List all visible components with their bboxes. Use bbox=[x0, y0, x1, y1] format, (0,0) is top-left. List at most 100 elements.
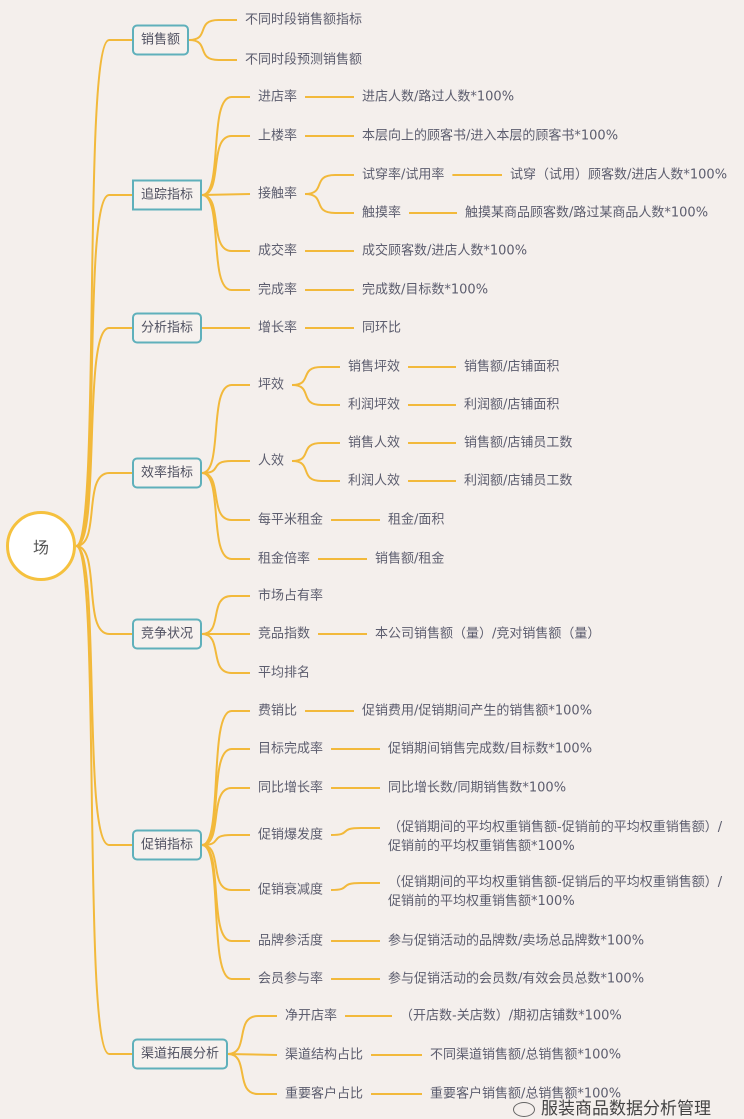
connector-line bbox=[201, 96, 250, 196]
connector-line bbox=[201, 193, 251, 196]
category-channel[interactable]: 渠道拓展分析 bbox=[132, 1038, 229, 1070]
formula: 同比增长数/同期销售数*100% bbox=[388, 780, 567, 796]
node: 净开店率 bbox=[285, 1008, 338, 1024]
watermark: 服装商品数据分析管理 bbox=[513, 1101, 711, 1118]
node: 触摸率 bbox=[362, 205, 402, 221]
formula: 参与促销活动的会员数/有效会员总数*100% bbox=[388, 971, 645, 987]
connector-line bbox=[291, 384, 340, 406]
connector-line bbox=[201, 194, 250, 252]
formula: （开店数-关店数）/期初店铺数*100% bbox=[400, 1008, 622, 1024]
formula: 利润额/店铺员工数 bbox=[464, 473, 573, 489]
node: 试穿率/试用率 bbox=[362, 167, 445, 183]
connector-line bbox=[75, 472, 132, 547]
formula: 触摸某商品顾客数/路过某商品人数*100% bbox=[465, 205, 709, 221]
formula: （促销期间的平均权重销售额-促销后的平均权重销售额）/促销前的平均权重销售额*1… bbox=[388, 875, 723, 909]
formula: 同环比 bbox=[362, 320, 402, 336]
connector-line bbox=[188, 39, 237, 61]
formula: 不同渠道销售额/总销售额*100% bbox=[430, 1047, 622, 1063]
category-tracking[interactable]: 追踪指标 bbox=[132, 179, 203, 211]
formula: 促销期间销售完成数/目标数*100% bbox=[388, 741, 593, 757]
connector-line bbox=[201, 472, 250, 521]
connector-line bbox=[75, 545, 132, 1055]
connector-line bbox=[331, 882, 380, 891]
formula: 本公司销售额（量）/竞对销售额（量） bbox=[375, 626, 601, 642]
connector-line bbox=[291, 366, 340, 386]
connector-line bbox=[201, 633, 250, 674]
node: 利润坪效 bbox=[348, 397, 401, 413]
formula: 销售额/店铺面积 bbox=[464, 359, 560, 375]
formula: 参与促销活动的品牌数/卖场总品牌数*100% bbox=[388, 933, 645, 949]
connector-line bbox=[304, 174, 354, 195]
formula: 租金/面积 bbox=[388, 512, 445, 528]
formula: 重要客户销售额/总销售额*100% bbox=[430, 1086, 622, 1102]
formula: 进店人数/路过人数*100% bbox=[362, 89, 515, 105]
node: 重要客户占比 bbox=[285, 1086, 364, 1102]
formula: 试穿（试用）顾客数/进店人数*100% bbox=[510, 167, 728, 183]
connector-line bbox=[75, 545, 132, 635]
node: 人效 bbox=[258, 453, 285, 469]
node: 租金倍率 bbox=[258, 551, 311, 567]
connector-line bbox=[201, 194, 250, 291]
node: 费销比 bbox=[258, 703, 298, 719]
node: 成交率 bbox=[258, 243, 298, 259]
connector-line bbox=[201, 748, 250, 846]
node: 完成率 bbox=[258, 282, 298, 298]
connector-line bbox=[201, 384, 250, 474]
node: 平均排名 bbox=[258, 665, 311, 681]
connector-line bbox=[227, 1053, 277, 1095]
root-node: 场 bbox=[6, 511, 76, 581]
connector-line bbox=[75, 39, 132, 547]
category-promotion[interactable]: 促销指标 bbox=[132, 829, 203, 861]
node: 品牌参活度 bbox=[258, 933, 324, 949]
node: 市场占有率 bbox=[258, 588, 324, 604]
node: 同比增长率 bbox=[258, 780, 324, 796]
node: 目标完成率 bbox=[258, 741, 324, 757]
watermark-text: 服装商品数据分析管理 bbox=[541, 1099, 711, 1119]
wechat-icon bbox=[513, 1102, 535, 1117]
connector-line bbox=[201, 844, 250, 980]
node: 上楼率 bbox=[258, 128, 298, 144]
connector-line bbox=[227, 1015, 277, 1055]
node: 利润人效 bbox=[348, 473, 401, 489]
connector-line bbox=[331, 827, 380, 836]
node: 会员参与率 bbox=[258, 971, 324, 987]
connector-line bbox=[291, 460, 340, 482]
connector-line bbox=[201, 135, 250, 196]
node: 促销爆发度 bbox=[258, 827, 324, 843]
node: 每平米租金 bbox=[258, 512, 324, 528]
connector-line bbox=[201, 472, 250, 560]
formula: 促销费用/促销期间产生的销售额*100% bbox=[362, 703, 593, 719]
connector-line bbox=[202, 460, 250, 474]
formula: 销售额/店铺员工数 bbox=[464, 435, 573, 451]
category-sales[interactable]: 销售额 bbox=[132, 24, 190, 56]
formula: 利润额/店铺面积 bbox=[464, 397, 560, 413]
formula: 销售额/租金 bbox=[375, 551, 445, 567]
formula: 本层向上的顾客书/进入本层的顾客书*100% bbox=[362, 128, 619, 144]
connector-line bbox=[188, 19, 237, 41]
node: 促销衰减度 bbox=[258, 882, 324, 898]
connector-line bbox=[304, 193, 354, 214]
category-efficiency[interactable]: 效率指标 bbox=[132, 457, 203, 489]
connector-line bbox=[75, 194, 132, 547]
category-competition[interactable]: 竞争状况 bbox=[132, 618, 203, 650]
category-analysis[interactable]: 分析指标 bbox=[132, 312, 203, 344]
node: 增长率 bbox=[258, 320, 298, 336]
node: 不同时段预测销售额 bbox=[245, 52, 363, 68]
node: 接触率 bbox=[258, 186, 298, 202]
node: 销售坪效 bbox=[348, 359, 401, 375]
formula: 完成数/目标数*100% bbox=[362, 282, 489, 298]
connector-line bbox=[201, 710, 250, 846]
connector-line bbox=[202, 834, 250, 846]
node: 坪效 bbox=[258, 377, 285, 393]
node: 销售人效 bbox=[348, 435, 401, 451]
node: 渠道结构占比 bbox=[285, 1047, 364, 1063]
connector-line bbox=[75, 545, 132, 846]
node: 不同时段销售额指标 bbox=[245, 12, 363, 28]
connector-line bbox=[201, 844, 250, 891]
connector-line bbox=[75, 327, 132, 547]
connector-line bbox=[201, 844, 250, 942]
connector-line bbox=[201, 787, 250, 846]
connector-line bbox=[227, 1053, 278, 1056]
connector-line bbox=[291, 442, 340, 462]
